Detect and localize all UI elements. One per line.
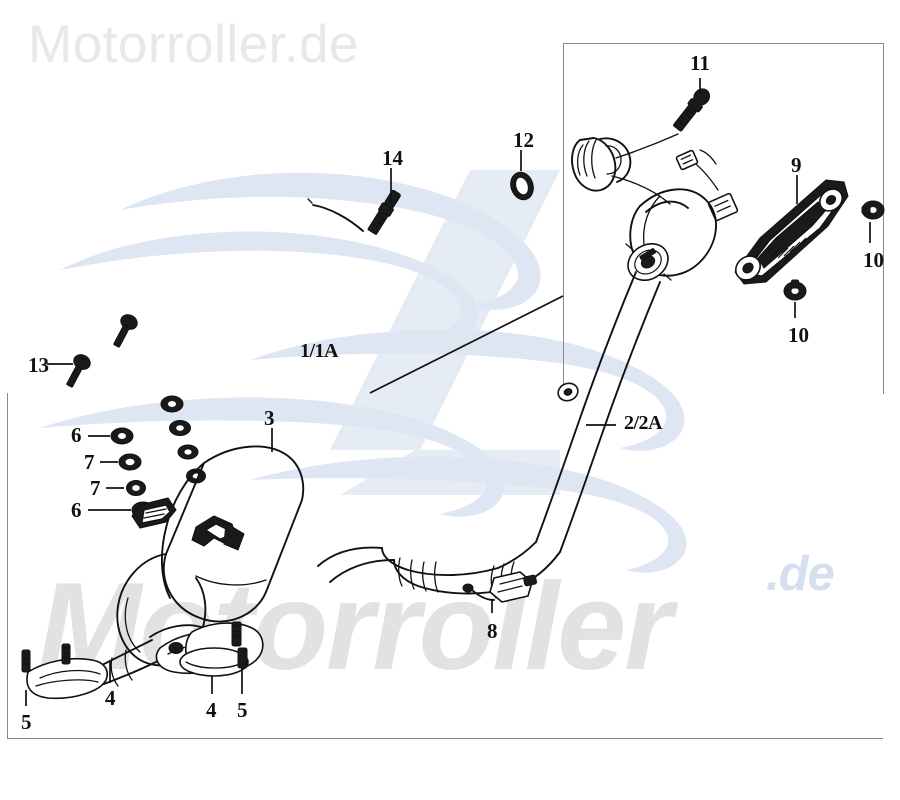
- callout-14: 14: [382, 146, 403, 170]
- upper-flange-collar: [571, 137, 632, 192]
- resonator-body: [629, 188, 717, 277]
- nut-6-top: [110, 427, 134, 445]
- muffler-mount-lug: [131, 497, 177, 529]
- silencer-body-3: [116, 428, 305, 667]
- callout-4-left: 4: [105, 686, 116, 710]
- sensor-bolt-11: [673, 78, 711, 132]
- front-exhaust-pipe-2-2a: [317, 271, 661, 613]
- panel-front-pipe: [563, 43, 884, 394]
- heat-shield-9: [734, 175, 849, 285]
- mount-bracket-right: [149, 621, 264, 677]
- callout-6-bottom: 6: [71, 498, 82, 522]
- harness-clamp-small: [675, 149, 699, 171]
- callout-5-left: 5: [21, 710, 32, 734]
- oxygen-sensor-14: [307, 168, 401, 235]
- inlet-pipe-and-brackets: [21, 621, 264, 706]
- shield-eyelet-upper: [818, 188, 844, 212]
- panel-diagonal-connector: [369, 295, 564, 394]
- callout-7-top: 7: [84, 450, 95, 474]
- catalytic-converter-assembly: [571, 133, 739, 282]
- callout-3: 3: [264, 406, 275, 430]
- shield-bolt-right-10: [861, 200, 885, 243]
- callout-7-bottom: 7: [90, 476, 101, 500]
- panel-muffler-assembly: [7, 393, 883, 739]
- callout-5-right: 5: [237, 698, 248, 722]
- pipe-mount-eyelet: [557, 382, 579, 402]
- callout-9: 9: [791, 153, 802, 177]
- shield-eyelet-lower: [734, 255, 762, 281]
- callout-6-top: 6: [71, 423, 82, 447]
- mid-catalytic-section: [381, 541, 561, 613]
- shield-bolt-bottom-10: [783, 279, 807, 318]
- resonator-lower-flange: [625, 242, 672, 282]
- callout-8: 8: [487, 619, 498, 643]
- muffler-hanger-bracket: [191, 515, 245, 551]
- callout-12: 12: [513, 128, 534, 152]
- callout-2-2a: 2/2A: [624, 412, 663, 434]
- callout-1-1a: 1/1A: [300, 340, 339, 362]
- harness-clamp-large: [707, 192, 739, 222]
- callout-4-right: 4: [206, 698, 217, 722]
- mount-bracket-left: [21, 643, 108, 700]
- callout-11: 11: [690, 51, 710, 75]
- pipe-bracket-8: [462, 571, 538, 603]
- callout-10-right: 10: [863, 248, 884, 272]
- exhaust-gasket-ring-12: [510, 150, 534, 201]
- callout-13: 13: [28, 353, 49, 377]
- washer-7-bottom: [126, 480, 146, 496]
- washer-7-top: [118, 453, 142, 471]
- callout-10-bottom: 10: [788, 323, 809, 347]
- flange-bolt-group-13: [47, 314, 138, 388]
